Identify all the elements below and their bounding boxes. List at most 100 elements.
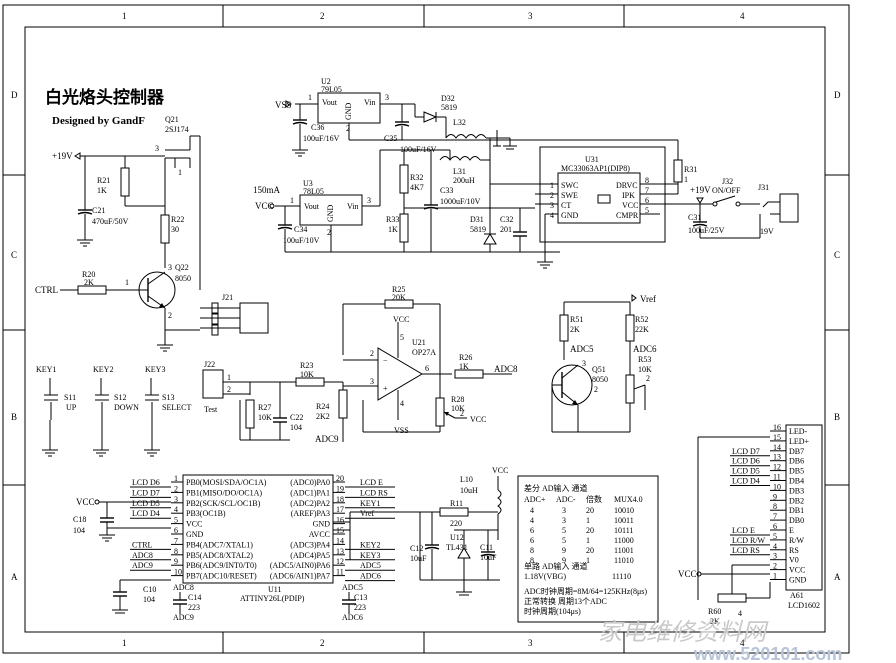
c14-capacitor: ADC8 C14 223 ADC9 bbox=[173, 583, 201, 622]
svg-text:104: 104 bbox=[73, 526, 85, 535]
r31-resistor: R31 1 bbox=[673, 140, 697, 194]
adc5-net-label: ADC5 bbox=[570, 344, 594, 354]
svg-text:Vin: Vin bbox=[364, 98, 376, 107]
svg-text:223: 223 bbox=[188, 603, 200, 612]
adc-channel-table: 差分 AD输入 通道 bbox=[517, 475, 659, 623]
svg-text:78L05: 78L05 bbox=[303, 187, 324, 196]
c36-capacitor: C36 100uF/16V bbox=[292, 104, 340, 150]
svg-text:R22: R22 bbox=[171, 215, 184, 224]
svg-text:L32: L32 bbox=[453, 118, 466, 127]
adc-table-cell: 20 bbox=[586, 546, 594, 555]
lcd-pin-number: 7 bbox=[773, 512, 777, 521]
svg-text:LCD1602: LCD1602 bbox=[788, 601, 820, 610]
q22-npn-transistor: Q22 8050 1 3 2 bbox=[125, 263, 191, 352]
svg-text:R28: R28 bbox=[451, 395, 464, 404]
c33-capacitor: C33 1000uF/10V bbox=[423, 150, 481, 252]
svg-text:20K: 20K bbox=[392, 293, 406, 302]
svg-text:J31: J31 bbox=[758, 183, 769, 192]
svg-text:U12: U12 bbox=[450, 533, 464, 542]
svg-text:R31: R31 bbox=[684, 165, 697, 174]
l10-inductor: VCC L10 10uH bbox=[460, 466, 508, 540]
adc-table-cell: 11000 bbox=[614, 536, 634, 545]
svg-text:U3: U3 bbox=[303, 179, 313, 188]
u11-pin-name: GND bbox=[186, 530, 204, 539]
adc-table-cell: 1 bbox=[586, 516, 590, 525]
svg-text:3: 3 bbox=[582, 359, 586, 368]
j22-test-connector: J22 Test 1 2 bbox=[202, 360, 251, 414]
l32-inductor: L32 bbox=[445, 117, 517, 150]
u11-pin-name: (AREF)PA3 bbox=[291, 509, 330, 518]
lcd-pin-name: V0 bbox=[789, 556, 799, 565]
svg-text:2: 2 bbox=[227, 385, 231, 394]
arrow-icon bbox=[631, 294, 637, 302]
svg-text:79L05: 79L05 bbox=[321, 85, 342, 94]
svg-text:1: 1 bbox=[290, 196, 294, 205]
row-label: D bbox=[11, 90, 18, 100]
drawing-frame bbox=[2, 4, 850, 654]
svg-text:10K: 10K bbox=[300, 370, 314, 379]
svg-text:ADC5: ADC5 bbox=[342, 583, 363, 592]
u11-pin-name: PB1(MISO/DO/OC1A) bbox=[186, 488, 262, 497]
c13-capacitor: ADC5 C13 223 ADC6 bbox=[342, 583, 367, 622]
r27-resistor: R27 10K bbox=[245, 399, 272, 440]
lcd-pin-name: R/W bbox=[789, 536, 805, 545]
svg-text:R20: R20 bbox=[82, 270, 95, 279]
svg-text:D32: D32 bbox=[441, 94, 455, 103]
svg-text:ADC8: ADC8 bbox=[173, 583, 194, 592]
svg-text:SWC: SWC bbox=[561, 181, 578, 190]
u11-pin-name: AVCC bbox=[309, 530, 330, 539]
u11-pin-net: Vref bbox=[360, 509, 375, 518]
adc-single-channel: 1.18V(VBG) bbox=[524, 572, 566, 581]
svg-text:3: 3 bbox=[367, 196, 371, 205]
lcd-pin-name: LED- bbox=[789, 427, 808, 436]
svg-text:C31: C31 bbox=[688, 213, 701, 222]
r51-resistor: R51 2K bbox=[559, 302, 583, 360]
v19-label: +19V bbox=[52, 151, 73, 161]
svg-text:KEY3: KEY3 bbox=[145, 365, 165, 374]
svg-text:3: 3 bbox=[155, 144, 159, 153]
svg-text:8: 8 bbox=[645, 176, 649, 185]
arrow-up-icon bbox=[696, 197, 704, 204]
svg-text:CT: CT bbox=[561, 201, 571, 210]
subtitle: Designed by GandF bbox=[52, 115, 145, 127]
r11-resistor: R11 220 bbox=[420, 499, 498, 528]
svg-text:R25: R25 bbox=[392, 285, 405, 294]
u11-pin-number: 1 bbox=[174, 474, 178, 483]
key-s13: KEY3 S13 SELECT bbox=[144, 365, 191, 457]
frame-row-labels: D C B A D C B A bbox=[11, 90, 841, 582]
svg-text:19V: 19V bbox=[760, 227, 774, 236]
row-label: C bbox=[834, 250, 840, 260]
lcd-pin-net: LCD D7 bbox=[732, 447, 760, 456]
svg-text:KEY1: KEY1 bbox=[36, 365, 56, 374]
adc-single-heading: 单路 AD输入 通道 bbox=[524, 561, 588, 571]
svg-text:10uF: 10uF bbox=[480, 553, 497, 562]
svg-text:差分 AD输入 通道: 差分 AD输入 通道 bbox=[524, 483, 588, 493]
row-label: B bbox=[11, 412, 17, 422]
r26-resistor: R26 1K bbox=[454, 353, 512, 379]
svg-text:4: 4 bbox=[550, 211, 554, 220]
adc-table-cell: 4 bbox=[530, 516, 534, 525]
watermark-url: www.520101.com bbox=[693, 644, 842, 663]
svg-text:223: 223 bbox=[354, 603, 366, 612]
u11-pin-number: 11 bbox=[336, 568, 344, 577]
c31-capacitor: C31 100uF/25V bbox=[688, 204, 725, 238]
vss-label: VSS bbox=[275, 100, 292, 110]
u11-pin-net: LCD D6 bbox=[132, 478, 160, 487]
col-label: 4 bbox=[740, 638, 745, 648]
svg-text:201: 201 bbox=[500, 225, 512, 234]
lcd-pin-number: 13 bbox=[773, 453, 781, 462]
vcc-label: VCC bbox=[76, 497, 95, 507]
svg-text:1: 1 bbox=[308, 93, 312, 102]
svg-text:CMPR: CMPR bbox=[616, 211, 639, 220]
svg-text:C34: C34 bbox=[294, 225, 307, 234]
svg-text:1: 1 bbox=[550, 181, 554, 190]
svg-text:UP: UP bbox=[66, 403, 77, 412]
adc-note-2: 正常转换 周期13个ADC bbox=[524, 596, 607, 606]
lcd-pin-number: 9 bbox=[773, 492, 777, 501]
svg-text:C36: C36 bbox=[311, 123, 324, 132]
svg-text:DOWN: DOWN bbox=[114, 403, 139, 412]
u11-pin-number: 12 bbox=[336, 557, 344, 566]
adc-table-cell: 5 bbox=[562, 526, 566, 535]
svg-text:R27: R27 bbox=[258, 403, 271, 412]
